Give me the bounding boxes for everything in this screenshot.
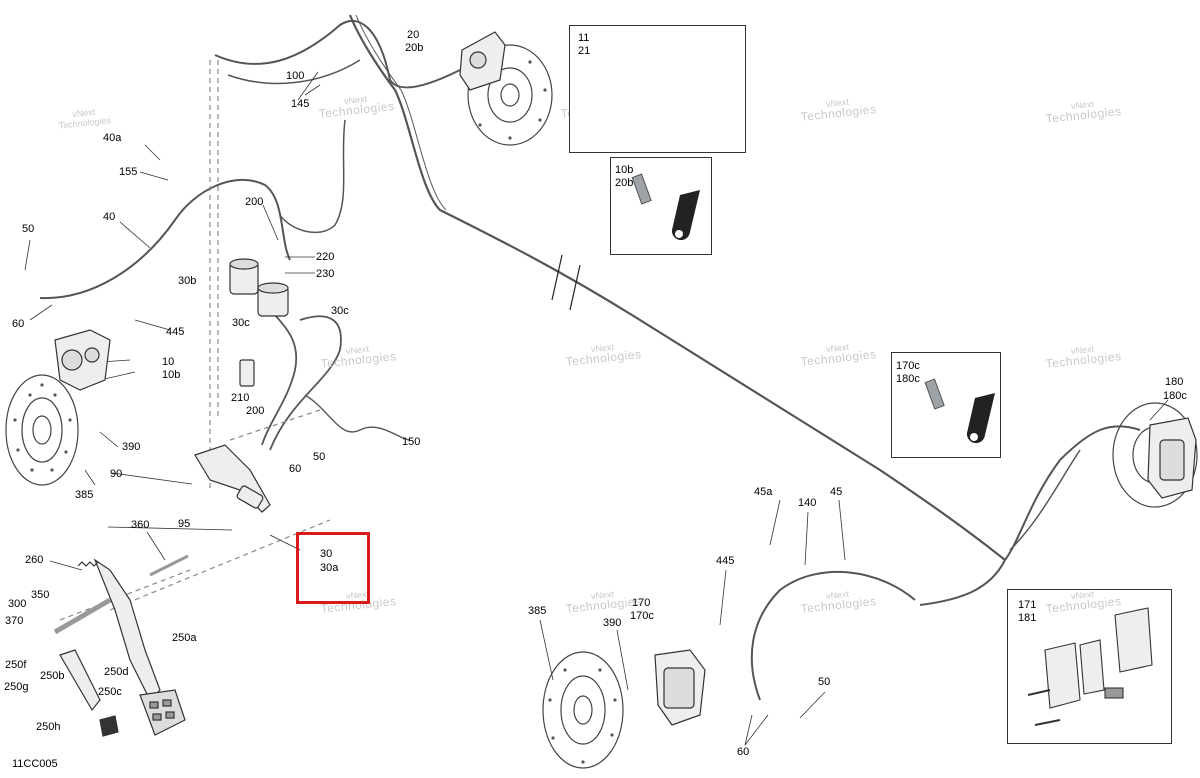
inset-label: 180c: [896, 373, 920, 385]
caliper-rear-left: [654, 649, 706, 726]
callout-45[interactable]: 45: [830, 486, 843, 498]
inset-bleeder-front: 10b 20b: [610, 157, 712, 255]
callout-155[interactable]: 155: [119, 166, 138, 178]
inset-pads-rear: 171 181: [1007, 589, 1172, 744]
callout-445[interactable]: 445: [166, 326, 185, 338]
callout-230[interactable]: 230: [316, 268, 335, 280]
callout-60[interactable]: 60: [12, 318, 25, 330]
brake-pedal: [53, 554, 189, 737]
callout-10[interactable]: 10: [162, 356, 175, 368]
inset-label: 10b: [615, 164, 634, 176]
callout-250b[interactable]: 250b: [40, 670, 65, 682]
callout-95[interactable]: 95: [178, 518, 191, 530]
callout-370[interactable]: 370: [5, 615, 24, 627]
callout-30b[interactable]: 30b: [178, 275, 197, 287]
callout-350[interactable]: 350: [31, 589, 50, 601]
diagram-code: 11CC005: [12, 758, 58, 770]
callout-20b[interactable]: 20b: [405, 42, 424, 54]
caliper-front-right: [459, 31, 506, 91]
brake-disc-front-left: [5, 374, 79, 486]
inset-label: 181: [1018, 612, 1037, 624]
callout-100[interactable]: 100: [286, 70, 305, 82]
callout-200[interactable]: 200: [246, 405, 265, 417]
callout-250c[interactable]: 250c: [98, 686, 122, 698]
bleeder-rear-drawing: [924, 378, 995, 444]
inset-label: 171: [1018, 599, 1037, 611]
line-40: [39, 179, 291, 300]
callout-50[interactable]: 50: [22, 223, 35, 235]
caliper-rear-right: [1147, 417, 1197, 499]
inset-pads-front: 11 21: [569, 25, 746, 153]
callout-445[interactable]: 445: [716, 555, 735, 567]
bleeder-front-drawing: [631, 173, 700, 241]
brake-disc-rear-left: [542, 651, 624, 769]
callout-170[interactable]: 170: [632, 597, 651, 609]
callout-140[interactable]: 140: [798, 497, 817, 509]
inset-label: 170c: [896, 360, 920, 372]
callout-180c[interactable]: 180c: [1163, 390, 1187, 402]
callout-30a[interactable]: 30a: [320, 562, 339, 574]
callout-360[interactable]: 360: [131, 519, 150, 531]
callout-40[interactable]: 40: [103, 211, 116, 223]
callout-250h[interactable]: 250h: [36, 721, 61, 733]
callout-60[interactable]: 60: [289, 463, 302, 475]
callout-210[interactable]: 210: [231, 392, 250, 404]
inset-label: 21: [578, 45, 591, 57]
callout-180[interactable]: 180: [1165, 376, 1184, 388]
caliper-front-left: [54, 329, 111, 391]
callout-200[interactable]: 200: [245, 196, 264, 208]
callout-250d[interactable]: 250d: [104, 666, 129, 678]
callout-260[interactable]: 260: [25, 554, 44, 566]
front-right-line: [214, 19, 461, 89]
callout-30c[interactable]: 30c: [331, 305, 349, 317]
callout-220[interactable]: 220: [316, 251, 335, 263]
callout-50[interactable]: 50: [818, 676, 831, 688]
highlight-box[interactable]: [296, 532, 370, 604]
callout-10b[interactable]: 10b: [162, 369, 181, 381]
callout-250f[interactable]: 250f: [5, 659, 27, 671]
callout-30c[interactable]: 30c: [232, 317, 250, 329]
callout-30[interactable]: 30: [320, 548, 333, 560]
callout-20[interactable]: 20: [407, 29, 420, 41]
callout-385[interactable]: 385: [528, 605, 547, 617]
callout-50[interactable]: 50: [313, 451, 326, 463]
inset-label: 20b: [615, 177, 634, 189]
callout-390[interactable]: 390: [603, 617, 622, 629]
callout-250a[interactable]: 250a: [172, 632, 197, 644]
callout-40a[interactable]: 40a: [103, 132, 122, 144]
callout-60[interactable]: 60: [737, 746, 750, 758]
callout-250g[interactable]: 250g: [4, 681, 29, 693]
callout-170c[interactable]: 170c: [630, 610, 654, 622]
callout-300[interactable]: 300: [8, 598, 27, 610]
callout-45a[interactable]: 45a: [754, 486, 773, 498]
callout-90[interactable]: 90: [110, 468, 123, 480]
brake-disc-front-right: [467, 44, 553, 146]
master-cylinder: [194, 258, 289, 513]
callout-390[interactable]: 390: [122, 441, 141, 453]
pads-rear-drawing: [1027, 607, 1153, 726]
inset-bleeder-rear: 170c 180c: [891, 352, 1001, 458]
inset-label: 11: [578, 32, 590, 44]
callout-385[interactable]: 385: [75, 489, 94, 501]
callout-150[interactable]: 150: [402, 436, 421, 448]
callout-145[interactable]: 145: [291, 98, 310, 110]
main-brake-line: [348, 14, 1006, 561]
